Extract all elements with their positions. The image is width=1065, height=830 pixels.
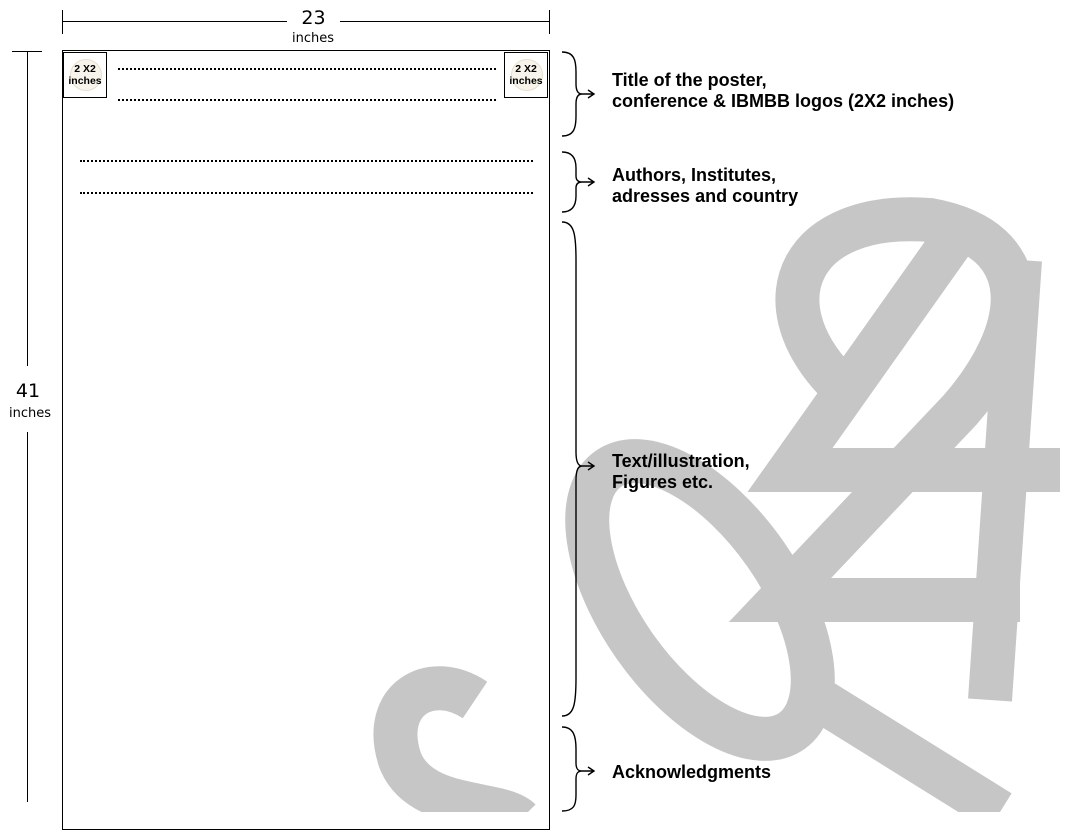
height-dimension-line-bottom [27, 432, 29, 802]
width-dimension-value: 23 [301, 7, 326, 29]
height-dimension-value: 41 [15, 380, 41, 402]
title-brace [561, 51, 596, 137]
title-section-label-line2: conference & IBMBB logos (2X2 inches) [612, 91, 955, 111]
watermark-digit-4-stem [968, 258, 1042, 702]
watermark-digit-4 [747, 217, 1060, 492]
height-dimension-line-top [27, 51, 29, 366]
height-dimension-unit: inches [8, 406, 51, 421]
poster-outline [62, 50, 550, 830]
left-logo-unit: inches [68, 75, 102, 87]
body-section-label: Text/illustration, Figures etc. [612, 451, 750, 493]
title-section-label: Title of the poster, conference & IBMBB … [612, 70, 954, 112]
authors-line-1 [80, 160, 533, 162]
acknowledgments-brace [561, 726, 596, 812]
authors-section-label: Authors, Institutes, adresses and countr… [612, 165, 798, 207]
width-dimension-tick-left [62, 10, 64, 34]
watermark-digit-2 [728, 197, 1035, 622]
body-section-label-line2: Figures etc. [612, 472, 714, 492]
title-line-1 [118, 68, 496, 70]
logo-seal-icon [70, 59, 102, 91]
right-logo-size: 2 X2 [515, 63, 537, 75]
width-dimension-unit: inches [291, 31, 334, 46]
watermark-letter-b [808, 681, 1012, 812]
width-dimension-tick-right [549, 10, 551, 34]
authors-line-2 [80, 192, 533, 194]
authors-section-label-line1: Authors, Institutes, [612, 165, 777, 185]
left-logo-placeholder: 2 X2 inches [63, 52, 107, 98]
logo-seal-icon [511, 59, 543, 91]
title-line-2 [118, 99, 496, 101]
width-dimension-line-right [340, 21, 550, 23]
title-section-label-line1: Title of the poster, [612, 70, 767, 90]
width-dimension-line-left [62, 21, 287, 23]
right-logo-placeholder: 2 X2 inches [504, 52, 548, 98]
acknowledgments-section-label-line1: Acknowledgments [612, 762, 772, 782]
left-logo-size: 2 X2 [74, 63, 96, 75]
authors-brace [561, 151, 596, 213]
body-brace [561, 221, 596, 717]
body-section-label-line1: Text/illustration, [612, 451, 750, 471]
right-logo-unit: inches [509, 75, 543, 87]
acknowledgments-section-label: Acknowledgments [612, 762, 771, 783]
authors-section-label-line2: adresses and country [612, 186, 799, 206]
